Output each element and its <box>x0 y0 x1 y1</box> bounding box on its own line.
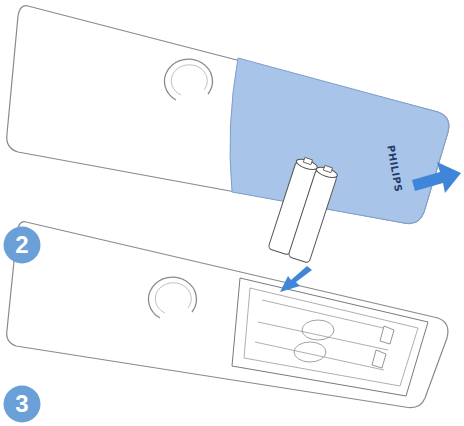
step-number-text: 2 <box>3 226 41 264</box>
battery <box>288 163 339 263</box>
battery-spring <box>294 342 326 362</box>
battery-cover <box>230 58 449 224</box>
ring-mark <box>148 277 196 318</box>
battery-slot <box>255 300 392 370</box>
battery-contact <box>372 326 394 368</box>
ring-mark <box>164 59 212 100</box>
battery-compartment <box>232 278 428 396</box>
battery-compartment <box>244 288 418 386</box>
remote-body <box>7 222 448 408</box>
insert-arrow <box>280 266 312 292</box>
ring-mark <box>155 283 191 313</box>
step-number-text: 3 <box>3 385 41 423</box>
step-number: 2 <box>3 226 41 264</box>
step-number: 3 <box>3 385 41 423</box>
remote-body <box>7 6 449 224</box>
ring-mark <box>171 65 207 95</box>
battery-spring <box>302 320 334 340</box>
step-circle <box>4 227 41 264</box>
step-circle <box>4 386 41 423</box>
slide-arrow <box>412 162 461 193</box>
